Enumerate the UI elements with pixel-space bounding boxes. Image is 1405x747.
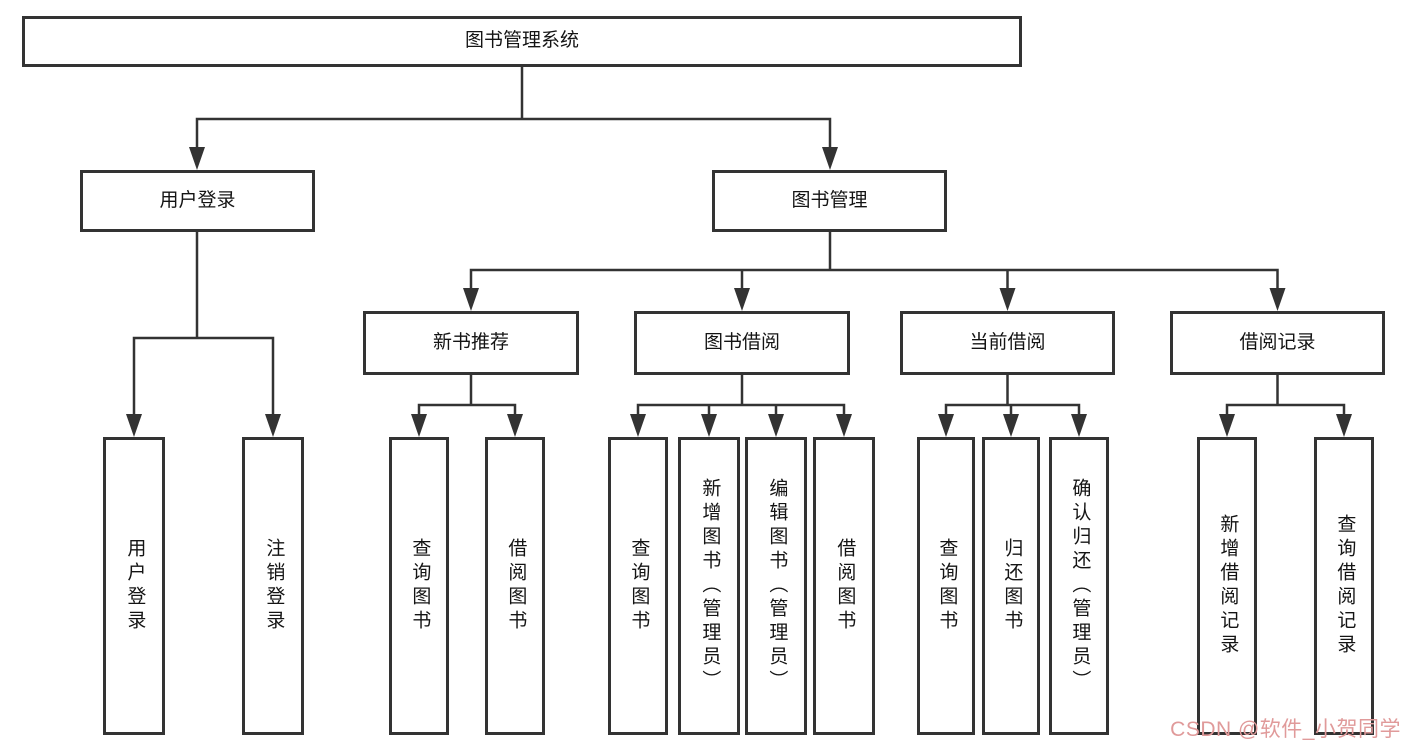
leaf-borrow-add-books-admin: 新增图书（管理员） [678, 437, 740, 735]
node-library-system: 图书管理系统 [22, 16, 1022, 67]
leaf-newbook-borrow-books: 借阅图书 [485, 437, 545, 735]
leaf-borrow-query-books: 查询图书 [608, 437, 668, 735]
node-book-management: 图书管理 [712, 170, 947, 232]
node-new-book-recommend: 新书推荐 [363, 311, 579, 375]
node-current-borrowing: 当前借阅 [900, 311, 1115, 375]
arrowheads [126, 147, 1352, 437]
leaf-current-confirm-return-admin: 确认归还（管理员） [1049, 437, 1109, 735]
leaf-user-login: 用户登录 [103, 437, 165, 735]
leaf-borrow-borrow-books: 借阅图书 [813, 437, 875, 735]
leaf-borrow-edit-books-admin: 编辑图书（管理员） [745, 437, 807, 735]
watermark: CSDN @软件_小贺同学 [1170, 718, 1401, 741]
leaf-records-query-record: 查询借阅记录 [1314, 437, 1374, 735]
node-book-borrowing: 图书借阅 [634, 311, 850, 375]
node-borrowing-records: 借阅记录 [1170, 311, 1385, 375]
leaf-newbook-query-books: 查询图书 [389, 437, 449, 735]
leaf-records-add-record: 新增借阅记录 [1197, 437, 1257, 735]
leaf-current-return-books: 归还图书 [982, 437, 1040, 735]
node-user-login: 用户登录 [80, 170, 315, 232]
leaf-current-query-books: 查询图书 [917, 437, 975, 735]
leaf-logout: 注销登录 [242, 437, 304, 735]
